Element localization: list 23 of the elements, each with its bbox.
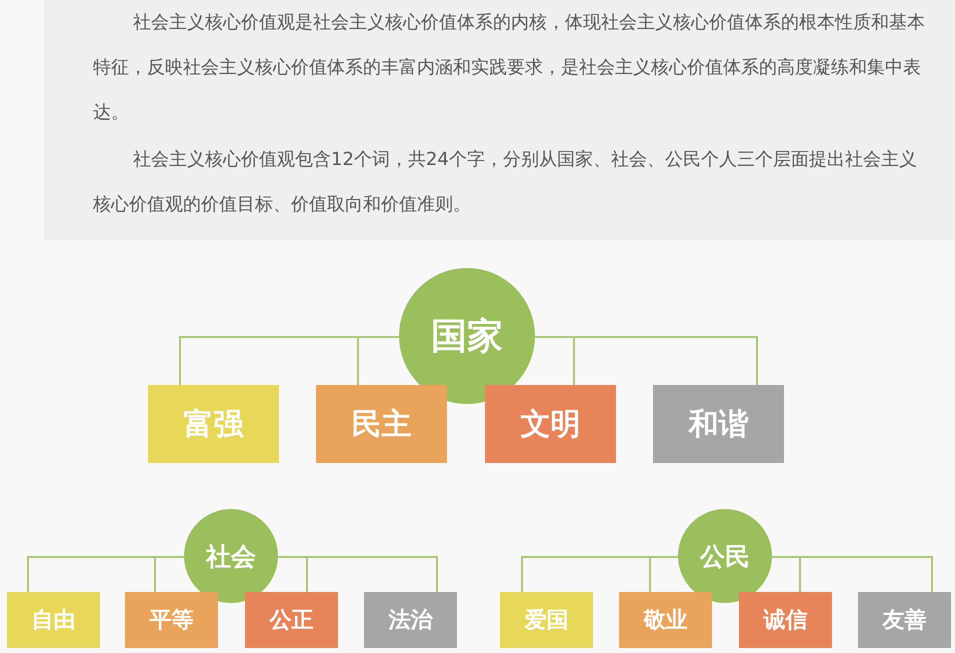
connector-line: [772, 556, 933, 592]
value-box: 敬业: [619, 592, 712, 648]
value-box: 友善: [858, 592, 951, 648]
value-box: 富强: [148, 385, 279, 463]
value-box: 公正: [245, 592, 338, 648]
connector-line: [535, 336, 758, 385]
value-box: 和谐: [653, 385, 784, 463]
value-box: 法治: [364, 592, 457, 648]
paragraph: 社会主义核心价值观包含12个词，共24个字，分别从国家、社会、公民个人三个层面提出社会主义核心价值观的价值目标、价值取向和价值准则。: [93, 148, 918, 217]
value-box: 民主: [316, 385, 447, 463]
value-box: 文明: [485, 385, 616, 463]
value-box: 诚信: [739, 592, 832, 648]
connector-line: [357, 336, 399, 385]
category-circle: 公民: [678, 509, 772, 603]
connector-line: [649, 556, 678, 592]
connector-line: [154, 556, 184, 592]
paragraph: 社会主义核心价值观是社会主义核心价值体系的内核，体现社会主义核心价值体系的根本性质和基本特征，反映社会主义核心价值体系的丰富内涵和实践要求，是社会主义核心价值体系的高度凝练和集中表达。: [93, 11, 926, 125]
value-box: 自由: [7, 592, 100, 648]
category-circle: 国家: [399, 268, 535, 404]
connector-line: [278, 556, 438, 592]
category-circle: 社会: [184, 509, 278, 603]
value-box: 爱国: [500, 592, 593, 648]
value-box: 平等: [125, 592, 218, 648]
